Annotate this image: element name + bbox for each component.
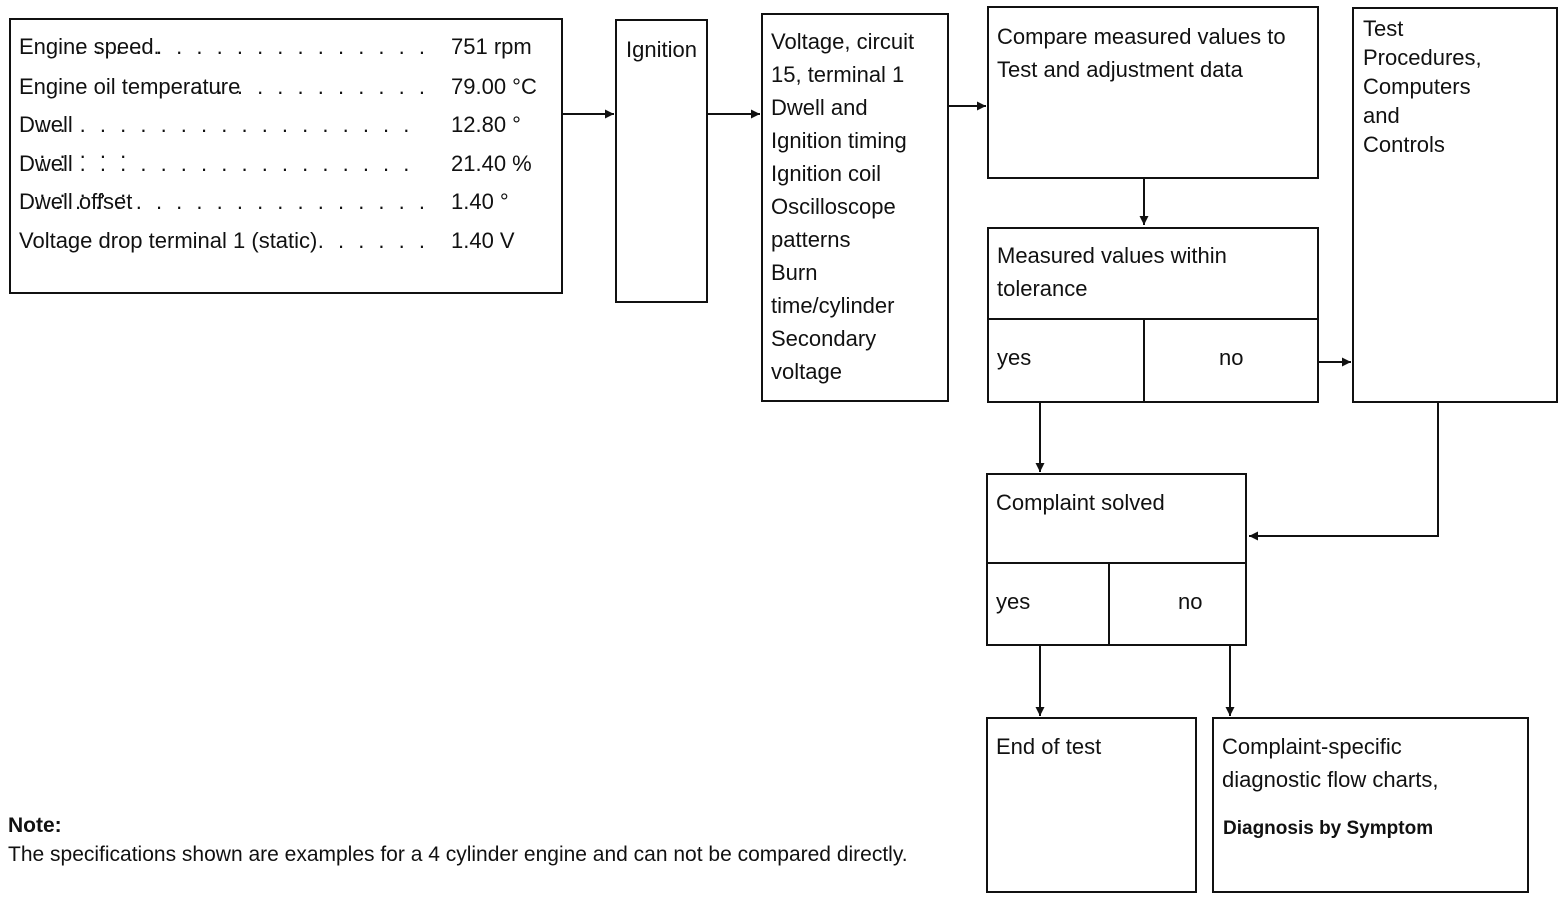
complaint-split (1108, 562, 1110, 644)
arrow-procedures-to-complaint (1249, 403, 1439, 541)
ignition-label: Ignition (626, 37, 697, 62)
tolerance-split (1143, 318, 1145, 401)
note-text: The specifications shown are examples fo… (8, 843, 908, 866)
row-value: 79.00 °C (451, 74, 537, 99)
test-procedures-line: Test (1363, 16, 1404, 41)
tolerance-question: Measured values within tolerance (997, 239, 1227, 305)
flow-charts-line: Complaint-specific (1222, 734, 1402, 759)
measurement-item: Voltage, circuit (771, 29, 915, 54)
measurement-item: time/cylinder (771, 293, 895, 318)
row-leader-dots: . . . . . . . . . . . . . . . . . . . . (34, 189, 429, 214)
note-title: Note: (8, 814, 62, 837)
tolerance-line: Measured values within (997, 243, 1227, 268)
measurement-item: Ignition coil (771, 161, 882, 186)
complaint-solved-label: Complaint solved (996, 490, 1165, 515)
compare-box: Compare measured values to Test and adju… (987, 6, 1319, 179)
tolerance-divider (989, 318, 1317, 320)
measurement-item: Oscilloscope (771, 194, 896, 219)
test-procedures-line: Controls (1363, 132, 1445, 157)
measurements-list: Voltage, circuit 15, terminal 1 Dwell an… (771, 25, 946, 388)
table-row: Dwell . . . . . . . . . . . . . . . . . … (19, 112, 549, 163)
row-label: Dwell (19, 112, 73, 137)
measurement-item: patterns (771, 227, 851, 252)
tolerance-yes-label: yes (997, 345, 1032, 370)
complaint-yes-label: yes (996, 589, 1031, 614)
complaint-no-label: no (1178, 589, 1203, 614)
flow-charts-box: Complaint-specific diagnostic flow chart… (1212, 717, 1529, 893)
row-value: 1.40 V (451, 228, 515, 253)
data-table-box: Engine speed. . . . . . . . . . . . . . … (9, 18, 563, 294)
tolerance-no-label: no (1219, 345, 1244, 370)
row-value: 1.40 ° (451, 189, 509, 214)
table-row: Dwell . . . . . . . . . . . . . . . . . … (19, 151, 549, 202)
compare-text: Compare measured values to Test and adju… (997, 20, 1286, 86)
row-leader-dots: . . . . . . . . . . . . . . . . . . . . … (19, 151, 414, 202)
row-leader-dots: . . . . . . (317, 228, 429, 253)
flow-charts-text: Complaint-specific diagnostic flow chart… (1222, 730, 1438, 796)
measurement-item: Dwell and (771, 95, 868, 120)
flow-charts-line: diagnostic flow charts, (1222, 767, 1439, 792)
compare-line: Compare measured values to (997, 24, 1286, 49)
row-value: 21.40 % (451, 151, 532, 176)
end-of-test-label: End of test (996, 734, 1102, 759)
row-label: Voltage drop terminal 1 (static) (19, 228, 318, 253)
compare-line: Test and adjustment data (997, 57, 1243, 82)
test-procedures-box: Test Procedures, Computers and Controls (1352, 7, 1558, 403)
diagnosis-by-symptom-label: Diagnosis by Symptom (1223, 818, 1434, 839)
table-row: Engine speed. . . . . . . . . . . . . . … (19, 34, 549, 72)
table-row: Dwell offset . . . . . . . . . . . . . .… (19, 189, 549, 227)
tolerance-line: tolerance (997, 276, 1088, 301)
measurement-item: Burn (771, 260, 818, 285)
row-value: 751 rpm (451, 34, 532, 59)
end-of-test-box: End of test (986, 717, 1197, 893)
complaint-solved-box: Complaint solved yes no (986, 473, 1247, 646)
row-label: Engine oil temperature (19, 74, 241, 99)
complaint-divider (988, 562, 1245, 564)
tolerance-box: Measured values within tolerance yes no (987, 227, 1319, 403)
table-row: Voltage drop terminal 1 (static) . . . .… (19, 228, 549, 266)
measurement-item: Ignition timing (771, 128, 907, 153)
ignition-box: Ignition (615, 19, 708, 303)
row-leader-dots: . . . . . . . . . . . . . . . . . . . . … (19, 112, 414, 163)
test-procedures-line: Procedures, (1363, 45, 1482, 70)
row-leader-dots: . . . . . . . . . . . . . . . . . . (75, 34, 429, 59)
measurements-box: Voltage, circuit 15, terminal 1 Dwell an… (761, 13, 949, 402)
measurement-item: Secondary (771, 326, 877, 351)
row-label: Dwell offset (19, 189, 133, 214)
test-procedures-line: and (1363, 103, 1400, 128)
row-leader-dots: . . . . . . . . . . . . (196, 74, 429, 99)
test-procedures-line: Computers (1363, 74, 1471, 99)
row-value: 12.80 ° (451, 112, 521, 137)
measurement-item: 15, terminal 1 (771, 62, 905, 87)
row-label: Dwell (19, 151, 73, 176)
test-procedures-text: Test Procedures, Computers and Controls (1363, 14, 1482, 159)
row-label: Engine speed. (19, 34, 160, 59)
measurement-item: voltage (771, 359, 842, 384)
table-row: Engine oil temperature . . . . . . . . .… (19, 74, 549, 112)
